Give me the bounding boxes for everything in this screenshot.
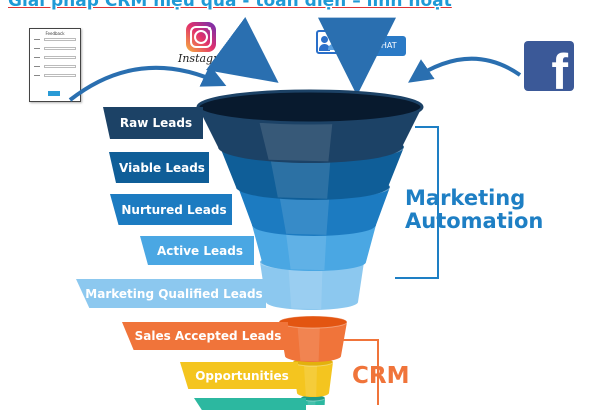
page-title: Giải pháp CRM hiệu quả - toàn diện – lin… [8, 0, 452, 11]
funnel-segment [279, 322, 347, 362]
form-submit-button [48, 91, 60, 96]
crm-bracket [342, 339, 379, 405]
marketing-bracket [395, 126, 439, 279]
funnel-segment-highlight [279, 198, 330, 235]
form-row [34, 56, 76, 59]
funnel-segment-highlight [270, 160, 331, 199]
form-row [34, 74, 76, 77]
stage-label: Raw Leads [103, 107, 203, 139]
stage-label: Nurtured Leads [110, 194, 232, 225]
funnel-segment-highlight [259, 123, 333, 162]
funnel [196, 89, 424, 405]
funnel-segment-highlight [297, 328, 320, 362]
funnel-segment-highlight [286, 234, 327, 271]
form-row [34, 47, 76, 50]
facebook-glyph: f [551, 44, 568, 91]
stage-label: Sales Accepted Leads [122, 322, 288, 350]
crm-label: CRM [352, 363, 410, 389]
stage-label [194, 398, 306, 410]
form-flow-arrow [68, 64, 227, 102]
instagram-flow-arrow [205, 17, 279, 83]
stage-label: Active Leads [140, 236, 254, 265]
form-row [34, 65, 76, 68]
funnel-segment [293, 362, 333, 397]
funnel-segment-rim [278, 315, 348, 329]
funnel-segment-highlight [304, 366, 317, 397]
feedback-form-thumbnail: Feedback [29, 28, 81, 102]
funnel-segment [238, 187, 390, 236]
facebook-flow-arrow [408, 56, 522, 83]
funnel-segment [252, 225, 376, 271]
stage-label: Marketing Qualified Leads [76, 279, 266, 308]
stage-label: Viable Leads [109, 152, 209, 183]
funnel-segment-highlight [288, 270, 323, 310]
stage-label: Opportunities [180, 362, 298, 389]
form-title: Feedback [45, 31, 65, 36]
funnel-segment-highlight [307, 401, 316, 405]
marketing-automation-line1: Marketing [405, 186, 526, 210]
funnel-segment-rim [196, 89, 424, 125]
form-row [34, 38, 76, 41]
facebook-icon: f [524, 41, 574, 91]
marketing-automation-line2: Automation [405, 209, 544, 234]
marketing-automation-label: Marketing Automation [405, 186, 544, 234]
funnel-segment [260, 262, 364, 310]
